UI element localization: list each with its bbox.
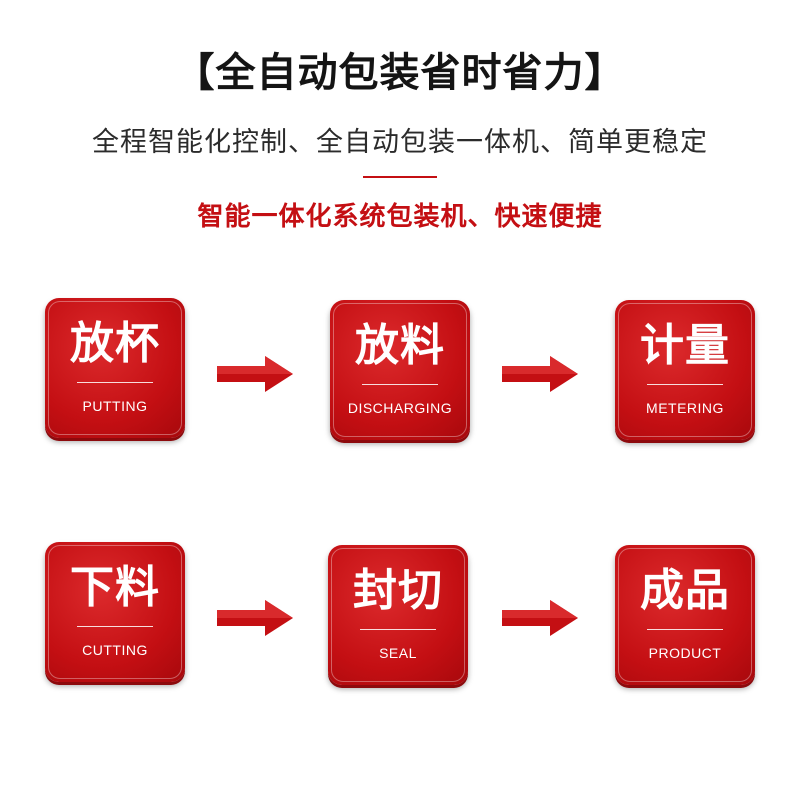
step-rule (362, 384, 438, 385)
step-rule (647, 629, 723, 630)
step-label-en: SEAL (379, 645, 417, 661)
step-label-en: PRODUCT (648, 645, 722, 661)
step-card-metering: 计量 METERING (615, 300, 755, 440)
step-label-cn: 计量 (640, 320, 730, 371)
step-label-cn: 放杯 (70, 318, 160, 369)
step-label-cn: 封切 (353, 565, 443, 616)
step-label-cn: 放料 (355, 320, 445, 371)
step-card-seal: 封切 SEAL (328, 545, 468, 685)
step-card-putting: 放杯 PUTTING (45, 298, 185, 438)
right-arrow-icon (502, 600, 578, 636)
step-card-discharging: 放料 DISCHARGING (330, 300, 470, 440)
step-label-en: PUTTING (82, 398, 148, 414)
step-card-cutting: 下料 CUTTING (45, 542, 185, 682)
step-label-cn: 下料 (70, 562, 160, 613)
step-label-en: METERING (646, 400, 724, 416)
page-subtitle: 全程智能化控制、全自动包装一体机、简单更稳定 (92, 127, 708, 158)
title-divider (363, 176, 437, 178)
step-label-en: CUTTING (82, 642, 148, 658)
right-arrow-icon (502, 356, 578, 392)
step-rule (647, 384, 723, 385)
step-card-product: 成品 PRODUCT (615, 545, 755, 685)
step-rule (77, 382, 153, 383)
right-arrow-icon (217, 600, 293, 636)
step-label-en: DISCHARGING (347, 400, 453, 416)
right-arrow-icon (217, 356, 293, 392)
tagline: 智能一体化系统包装机、快速便捷 (197, 202, 603, 232)
step-rule (77, 626, 153, 627)
step-rule (360, 629, 436, 630)
step-label-cn: 成品 (640, 565, 730, 616)
page-title: 【全自动包装省时省力】 (174, 50, 626, 96)
